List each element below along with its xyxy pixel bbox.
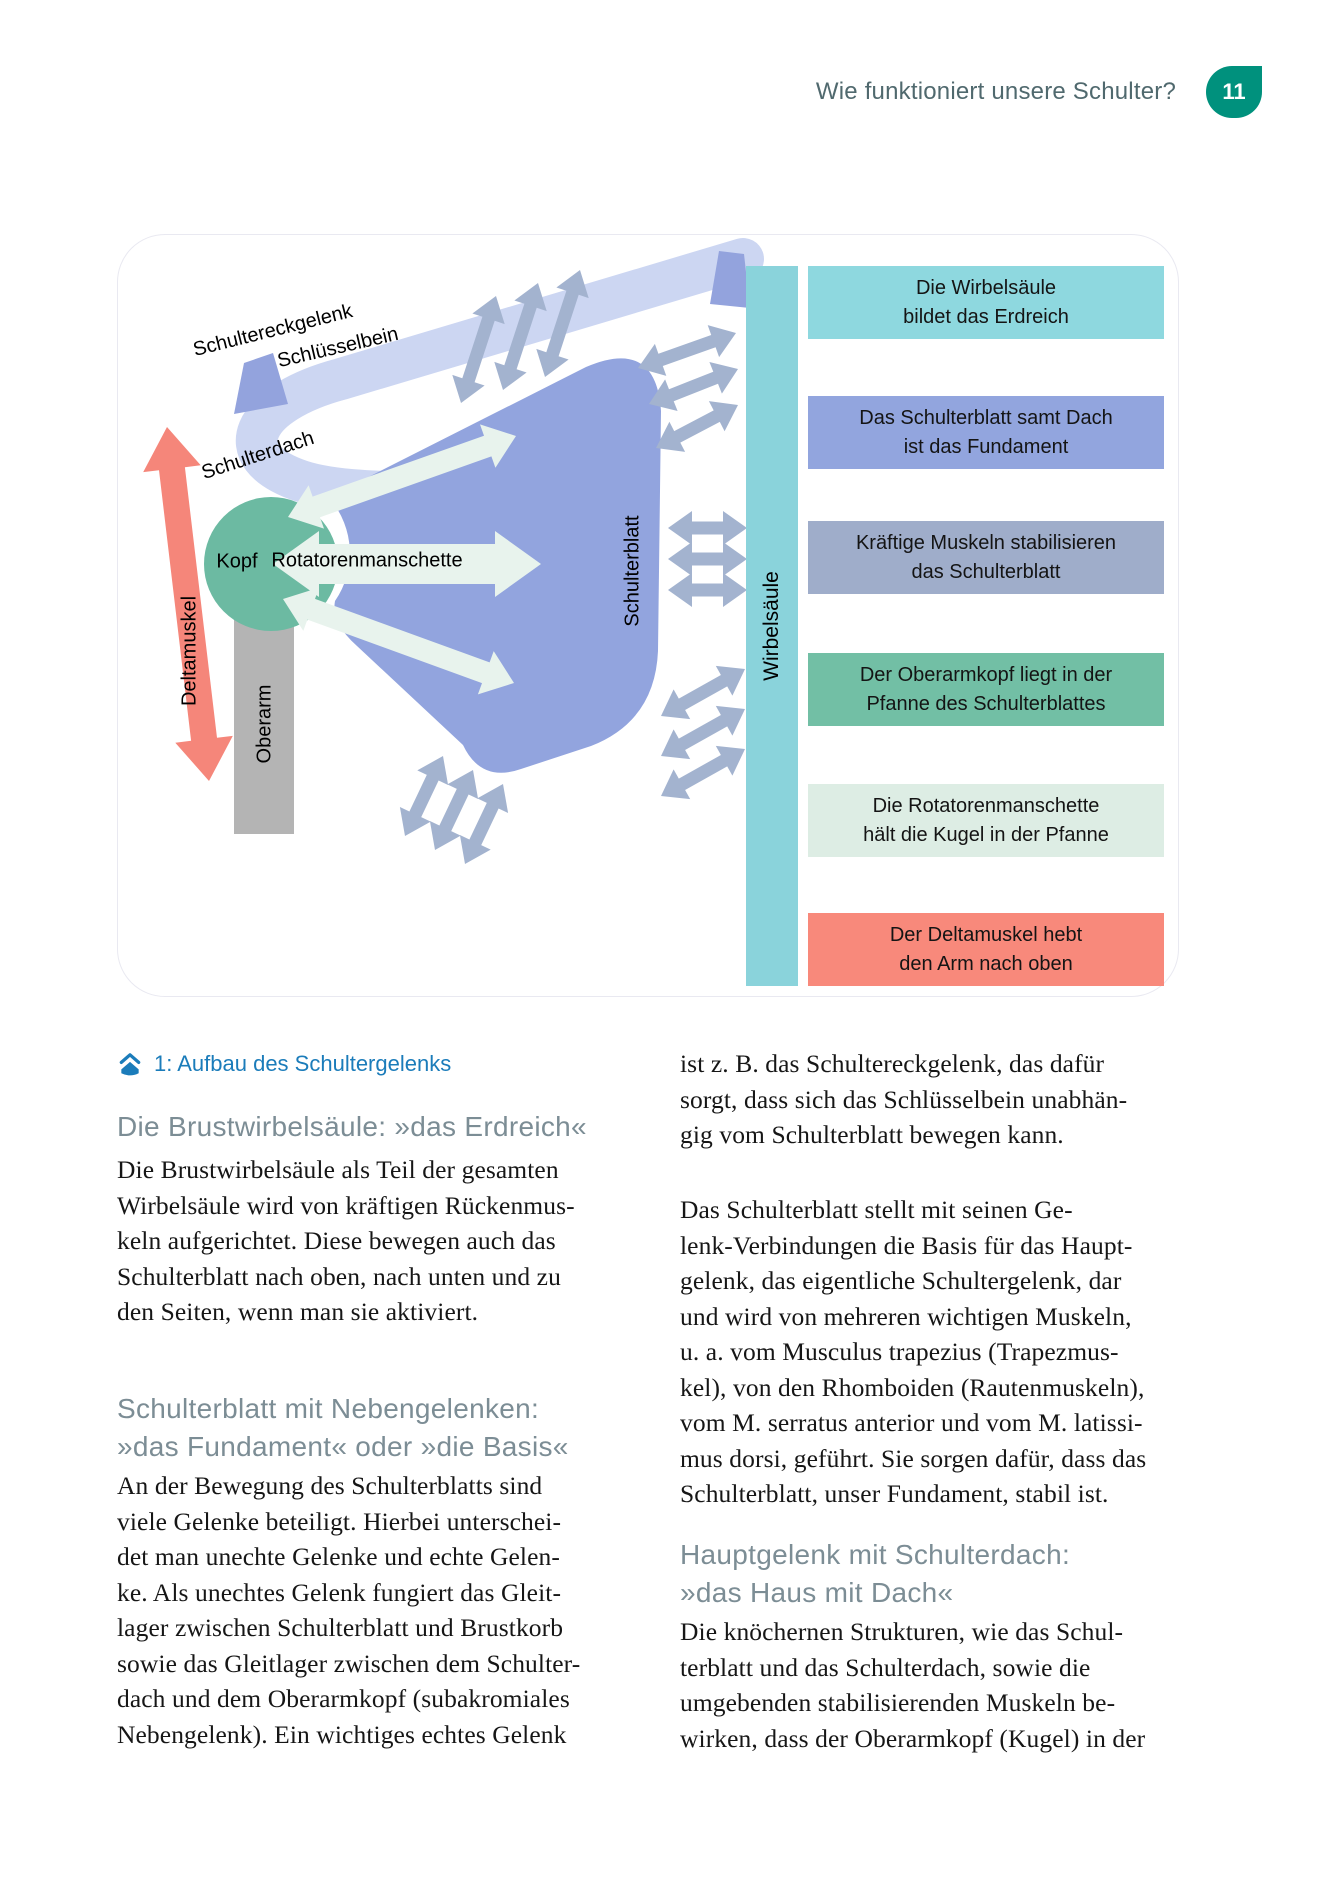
double-arrow	[273, 531, 541, 597]
heading-brustwirbelsaeule: Die Brustwirbelsäule: »das Erdreich«	[117, 1111, 587, 1142]
paragraph-right-2: Das Schulterblatt stellt mit seinen Ge- …	[680, 1195, 1147, 1508]
shoulder-diagram	[143, 238, 764, 864]
callout-spine: Die Wirbelsäule bildet das Erdreich	[808, 266, 1164, 339]
humerus-bar	[234, 619, 294, 834]
double-arrow	[656, 401, 738, 452]
page-header: Wie funktioniert unsere Schulter? 11	[816, 66, 1262, 118]
double-arrow	[668, 573, 747, 607]
double-arrow	[638, 325, 736, 376]
rotator-cuff-arrows	[273, 424, 541, 695]
double-arrow	[661, 745, 745, 800]
page-number-badge: 11	[1206, 66, 1262, 118]
double-arrow	[649, 362, 738, 411]
label-deltamuskel: Deltamuskel	[178, 595, 201, 707]
double-arrow	[661, 705, 745, 760]
label-kopf: Kopf	[216, 550, 258, 573]
double-arrow	[399, 756, 449, 836]
heading-hauptgelenk: Hauptgelenk mit Schulterdach: »das Haus …	[680, 1539, 1071, 1608]
double-arrow	[459, 784, 509, 864]
shoulder-diagram-panel: Wirbelsäule Die Wirbelsäule bildet das E…	[117, 234, 1179, 997]
paragraph-right-3: Die knöchernen Strukturen, wie das Schul…	[680, 1617, 1146, 1753]
callout-rotator-cuff: Die Rotatorenmanschette hält die Kugel i…	[808, 784, 1164, 857]
deltoid-force-arrow	[143, 427, 233, 781]
label-rotatorenmanschette: Rotatorenmanschette	[271, 549, 463, 572]
sternoclavicular-joint-marker	[710, 251, 750, 308]
page-number: 11	[1222, 79, 1246, 104]
double-arrow	[288, 424, 516, 529]
figure-caption-text: 1: Aufbau des Schultergelenks	[154, 1051, 452, 1076]
paragraph-left-1: Die Brustwirbelsäule als Teil der gesamt…	[117, 1155, 575, 1326]
callout-deltoid: Der Deltamuskel hebt den Arm nach oben	[808, 913, 1164, 986]
running-head-title: Wie funktioniert unsere Schulter?	[815, 78, 1176, 105]
spine-bar: Wirbelsäule	[746, 266, 798, 986]
double-arrow	[661, 665, 745, 720]
double-arrow	[494, 283, 547, 390]
double-arrow	[283, 587, 514, 695]
paragraph-right-1: ist z. B. das Schultereckgelenk, das daf…	[680, 1049, 1128, 1149]
figure-up-icon	[119, 1053, 141, 1076]
label-oberarm: Oberarm	[253, 684, 276, 764]
double-arrow	[452, 296, 505, 403]
double-arrow	[143, 427, 233, 781]
callout-scapula: Das Schulterblatt samt Dach ist das Fund…	[808, 396, 1164, 469]
label-wirbelsaeule: Wirbelsäule	[760, 571, 783, 681]
double-arrow	[536, 270, 589, 377]
figure-caption: 1: Aufbau des Schultergelenks	[117, 1051, 451, 1077]
double-arrow	[668, 542, 747, 576]
callout-humeral-head: Der Oberarmkopf liegt in der Pfanne des …	[808, 653, 1164, 726]
acromioclavicular-joint-marker	[234, 353, 288, 414]
heading-schulterblatt-nebengelenke: Schulterblatt mit Nebengelenken: »das Fu…	[117, 1393, 569, 1462]
callout-muscles: Kräftige Muskeln stabilisieren das Schul…	[808, 521, 1164, 594]
double-arrow	[429, 770, 479, 850]
muscle-force-arrows	[399, 270, 747, 864]
paragraph-left-2: An der Bewegung des Schulterblatts sind …	[117, 1471, 581, 1749]
label-schulterblatt: Schulterblatt	[621, 515, 644, 627]
double-arrow	[668, 511, 747, 545]
